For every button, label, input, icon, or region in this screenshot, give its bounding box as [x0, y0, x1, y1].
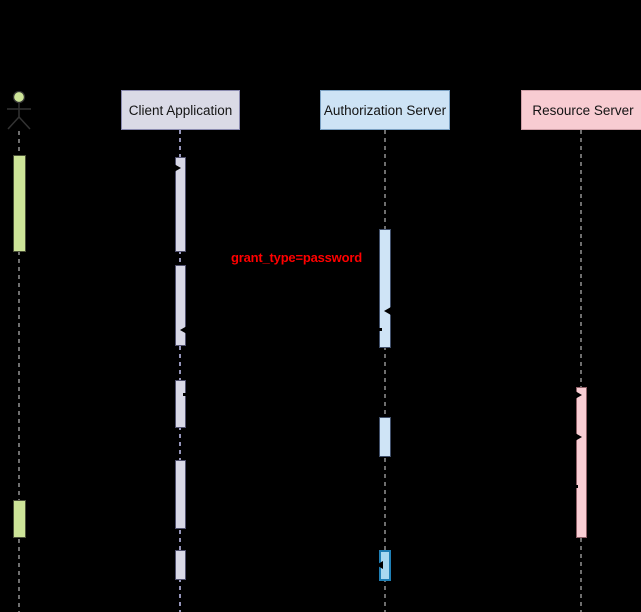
activation-bar-user [12, 155, 26, 252]
arrowhead-right-icon [174, 164, 181, 172]
message-line-nub [575, 485, 578, 488]
participant-resource-server: Resource Server [521, 90, 641, 130]
activation-bar-authorization [379, 229, 391, 348]
lifeline-resource-server [580, 130, 582, 612]
arrowhead-left-icon [180, 326, 187, 334]
activation-bar-resource [575, 387, 587, 538]
activation-bar-client [174, 550, 186, 580]
participant-label: Authorization Server [323, 102, 447, 118]
arrowhead-right-icon [575, 433, 582, 441]
activation-bar-client [174, 157, 186, 252]
participant-label: Client Application [128, 102, 233, 118]
participant-authorization-server: Authorization Server [320, 90, 450, 130]
activation-bar-user [12, 500, 26, 538]
arrowhead-left-icon [376, 561, 383, 569]
activation-bar-client [174, 265, 186, 346]
user-actor-icon [7, 90, 31, 130]
message-label-grant-type: grant_type=password [231, 250, 362, 265]
participant-label: Resource Server [532, 102, 634, 118]
participant-client-application: Client Application [121, 90, 240, 130]
activation-bar-client [174, 380, 186, 428]
message-line-nub [183, 393, 186, 396]
arrowhead-right-icon [575, 391, 582, 399]
message-line-nub [379, 328, 382, 331]
activation-bar-client [174, 460, 186, 529]
activation-bar-authorization [379, 417, 391, 457]
lifeline-user [18, 131, 20, 612]
arrowhead-left-icon [384, 307, 391, 315]
lifeline-authorization-server [384, 130, 386, 612]
lifeline-client-application [179, 130, 181, 612]
